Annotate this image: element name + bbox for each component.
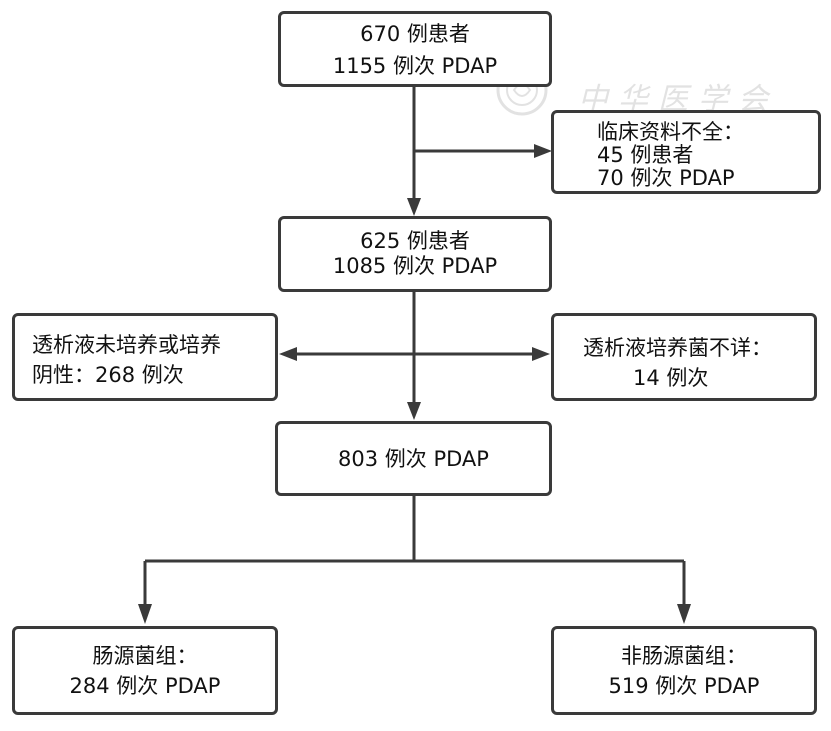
node-non-enteric-label: 非肠源菌组： (621, 643, 747, 668)
node-total-episodes: 1155 例次 PDAP (332, 54, 498, 78)
arrowhead (677, 604, 691, 624)
node-non-enteric-count: 519 例次 PDAP (608, 673, 760, 698)
node-culture-unknown: 透析液培养菌不详： 14 例次 (551, 313, 817, 401)
node-culture-negative: 透析液未培养或培养 阴性：268 例次 (12, 313, 278, 401)
node-enteric-count: 284 例次 PDAP (69, 673, 221, 698)
node-after-exclusion-patients: 625 例患者 (360, 229, 470, 253)
node-excluded-episodes: 70 例次 PDAP (597, 166, 735, 190)
node-enteric-group: 肠源菌组： 284 例次 PDAP (12, 626, 278, 715)
node-included-episodes: 803 例次 PDAP (338, 446, 489, 471)
arrowhead (279, 347, 297, 361)
node-culture-unknown-reason: 透析液培养菌不详： (583, 336, 772, 360)
arrowhead (532, 347, 550, 361)
arrowhead (407, 198, 421, 216)
node-excluded-reason: 临床资料不全： (597, 120, 744, 144)
node-excluded-patients: 45 例患者 (597, 143, 694, 167)
node-total: 670 例患者 1155 例次 PDAP (278, 11, 552, 87)
node-culture-negative-count: 阴性：268 例次 (32, 363, 184, 387)
node-after-exclusion: 625 例患者 1085 例次 PDAP (278, 216, 552, 292)
node-culture-negative-reason: 透析液未培养或培养 (32, 333, 221, 357)
node-enteric-label: 肠源菌组： (92, 643, 198, 668)
node-excluded-incomplete: 临床资料不全： 45 例患者 70 例次 PDAP (551, 110, 821, 194)
node-culture-unknown-count: 14 例次 (633, 366, 709, 390)
arrowhead (407, 402, 421, 420)
node-non-enteric-group: 非肠源菌组： 519 例次 PDAP (551, 626, 817, 715)
node-total-patients: 670 例患者 (360, 22, 470, 46)
node-after-exclusion-episodes: 1085 例次 PDAP (332, 254, 498, 278)
arrowhead (138, 604, 152, 624)
node-included: 803 例次 PDAP (275, 421, 552, 496)
arrowhead (534, 144, 552, 158)
